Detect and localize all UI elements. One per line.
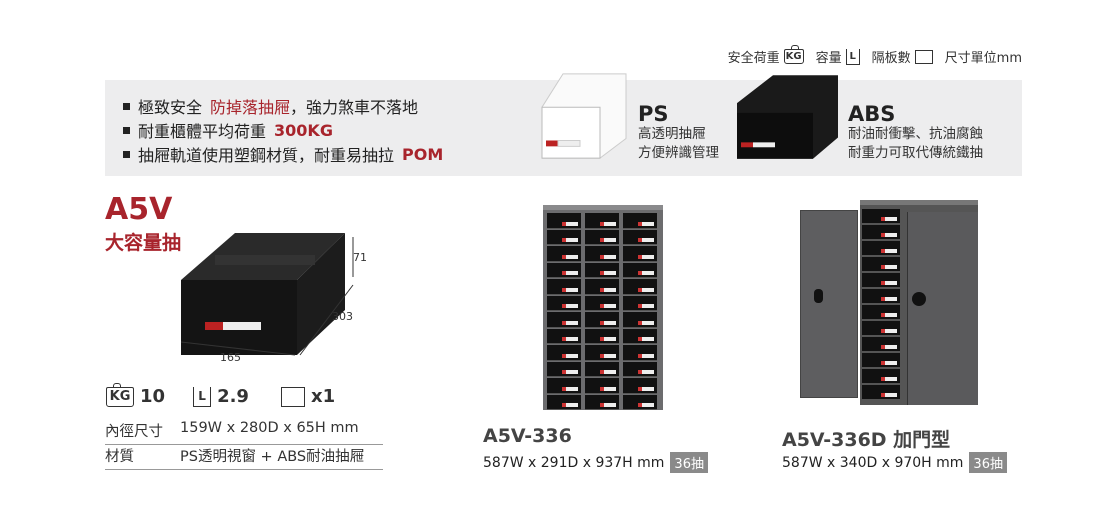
drawer	[623, 394, 657, 410]
drawer	[547, 295, 581, 311]
drawer	[547, 262, 581, 278]
weight-icon: KG	[106, 382, 134, 407]
drawer	[862, 353, 900, 368]
cabinet-1-model: A5V-336	[483, 425, 572, 447]
dim-width: 165	[220, 351, 241, 364]
divider-icon	[280, 386, 305, 407]
a5v-drawer-image	[180, 233, 354, 356]
drawer	[547, 328, 581, 344]
spec-icons: KG 10 L 2.9 x1	[106, 382, 336, 407]
drawer	[547, 345, 581, 361]
abs-drawer-image	[737, 75, 838, 159]
drawer	[623, 229, 657, 245]
drawer	[547, 361, 581, 377]
drawer	[585, 328, 619, 344]
drawer	[862, 273, 900, 288]
legend-capacity-label: 容量	[815, 51, 842, 66]
drawer	[862, 369, 900, 384]
cabinet-2-model: A5V-336D 加門型	[782, 429, 951, 451]
drawer	[547, 394, 581, 410]
drawer	[585, 312, 619, 328]
drawer	[547, 246, 581, 262]
drawer	[862, 241, 900, 256]
drawer	[623, 328, 657, 344]
cabinet-door-left	[800, 210, 858, 398]
dim-depth: 303	[332, 310, 353, 323]
drawer	[547, 213, 581, 229]
spec-dividers: x1	[310, 386, 336, 407]
drawer	[547, 279, 581, 295]
drawer	[623, 262, 657, 278]
drawer	[623, 246, 657, 262]
spec-capacity: 2.9	[217, 386, 249, 407]
bullet-2: 耐重櫃體平均荷重 300KG	[123, 118, 333, 142]
drawer	[862, 209, 900, 224]
bullet-1: 極致安全防掉落抽屜，強力煞車不落地	[123, 94, 418, 118]
cabinet-door-right	[907, 212, 978, 405]
product-model: A5V	[105, 192, 173, 227]
drawer	[623, 213, 657, 229]
legend-dividers-label: 隔板數	[871, 51, 911, 66]
drawer	[585, 213, 619, 229]
drawer	[585, 246, 619, 262]
drawer-count-badge: 36抽	[969, 452, 1007, 473]
drawer	[547, 378, 581, 394]
drawer	[623, 378, 657, 394]
drawer	[862, 257, 900, 272]
drawer	[623, 295, 657, 311]
drawer	[547, 312, 581, 328]
liter-icon: L	[845, 48, 860, 65]
divider-icon	[914, 49, 933, 64]
drawer	[623, 345, 657, 361]
legend: 安全荷重 KG 容量 L 隔板數 尺寸單位mm	[727, 45, 1022, 66]
drawer	[547, 229, 581, 245]
liter-icon: L	[193, 386, 212, 407]
legend-load-label: 安全荷重	[727, 51, 780, 66]
drawer	[623, 361, 657, 377]
ps-drawer-image	[541, 73, 627, 159]
ps-title: PS	[638, 102, 669, 126]
spec-load: 10	[140, 386, 166, 407]
legend-unit-label: 尺寸單位mm	[944, 51, 1022, 66]
abs-desc: 耐油耐衝擊、抗油腐蝕耐重力可取代傳統鐵抽	[848, 126, 983, 161]
drawer	[862, 321, 900, 336]
drawer	[623, 279, 657, 295]
drawer	[862, 289, 900, 304]
drawer	[862, 385, 900, 400]
drawer	[623, 312, 657, 328]
weight-icon: KG	[783, 45, 804, 64]
drawer	[585, 295, 619, 311]
drawer	[862, 305, 900, 320]
product-subtitle: 大容量抽	[105, 232, 182, 254]
drawer-count-badge: 36抽	[670, 452, 708, 473]
drawer	[585, 345, 619, 361]
drawer	[585, 361, 619, 377]
drawer	[585, 229, 619, 245]
abs-title: ABS	[848, 102, 896, 126]
drawer	[862, 337, 900, 352]
drawer	[585, 262, 619, 278]
drawer	[585, 279, 619, 295]
drawer	[585, 394, 619, 410]
bullet-3: 抽屜軌道使用塑鋼材質，耐重易抽拉 POM	[123, 142, 443, 166]
drawer	[585, 378, 619, 394]
drawer	[862, 225, 900, 240]
dim-height: 71	[353, 251, 367, 264]
cabinet-a5v-336-image	[543, 205, 663, 410]
ps-desc: 高透明抽屜方便辨識管理	[638, 126, 719, 161]
